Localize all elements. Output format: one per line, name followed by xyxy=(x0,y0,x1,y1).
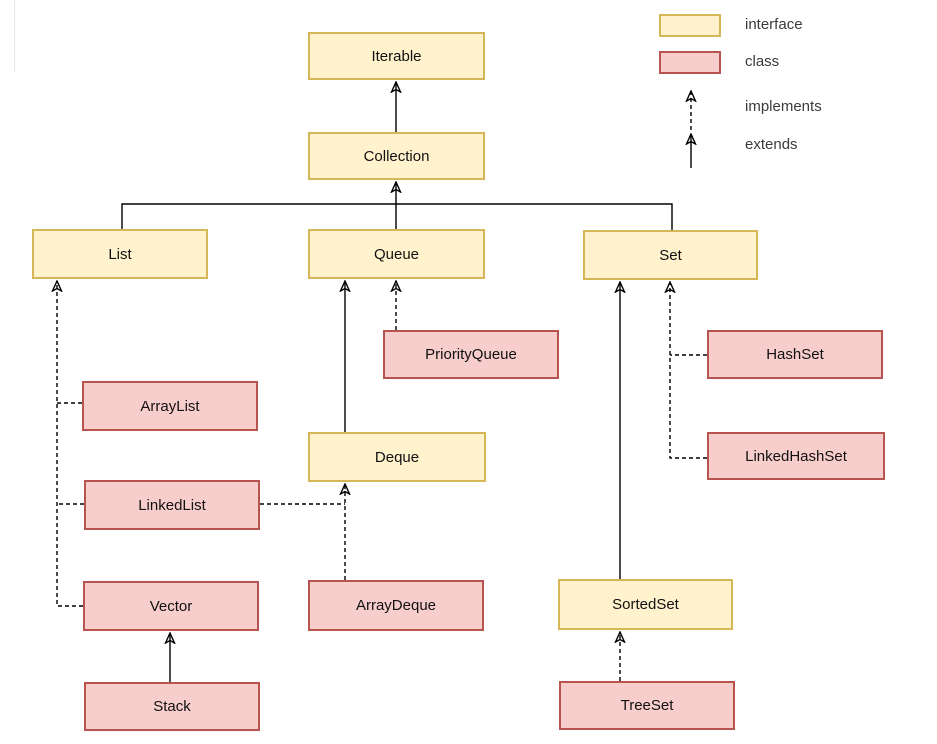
list-implementors-trunk xyxy=(57,281,83,607)
legend-extends-label: extends xyxy=(745,136,798,153)
node-queue: Queue xyxy=(308,229,485,279)
set-implementors-trunk xyxy=(670,282,707,459)
node-label: ArrayList xyxy=(140,397,200,415)
node-set: Set xyxy=(583,230,758,280)
node-vector: Vector xyxy=(83,581,259,631)
node-label: Queue xyxy=(373,245,420,263)
node-label: ArrayDeque xyxy=(355,597,437,614)
node-priorityqueue: PriorityQueue xyxy=(383,330,559,379)
node-collection: Collection xyxy=(308,132,485,180)
node-deque: Deque xyxy=(308,432,486,482)
legend-implements-label: implements xyxy=(745,98,822,115)
branch-rail xyxy=(121,203,673,230)
node-sortedset: SortedSet xyxy=(558,579,733,630)
legend-interface-label: interface xyxy=(745,16,803,33)
node-label: Deque xyxy=(374,448,420,466)
node-linkedlist: LinkedList xyxy=(84,480,260,530)
node-label: LinkedHashSet xyxy=(745,447,847,465)
left-edge-divider xyxy=(14,0,15,72)
node-label: HashSet xyxy=(766,346,824,363)
node-label: List xyxy=(108,245,132,263)
node-hashset: HashSet xyxy=(707,330,883,379)
node-arraylist: ArrayList xyxy=(82,381,258,431)
legend-class-swatch xyxy=(659,51,721,74)
node-stack: Stack xyxy=(84,682,260,731)
node-linkedhashset: LinkedHashSet xyxy=(707,432,885,480)
node-label: PriorityQueue xyxy=(425,346,517,363)
node-label: Collection xyxy=(363,147,430,165)
node-treeset: TreeSet xyxy=(559,681,735,730)
legend-interface-swatch xyxy=(659,14,721,37)
node-arraydeque: ArrayDeque xyxy=(308,580,484,631)
node-list: List xyxy=(32,229,208,279)
node-label: Iterable xyxy=(371,47,422,65)
node-iterable: Iterable xyxy=(308,32,485,80)
node-label: Vector xyxy=(149,597,193,615)
node-label: Stack xyxy=(153,698,191,715)
legend-class-label: class xyxy=(745,53,780,70)
node-label: LinkedList xyxy=(138,496,206,514)
node-label: Set xyxy=(659,246,682,264)
node-label: TreeSet xyxy=(620,697,674,714)
node-label: SortedSet xyxy=(612,596,679,613)
